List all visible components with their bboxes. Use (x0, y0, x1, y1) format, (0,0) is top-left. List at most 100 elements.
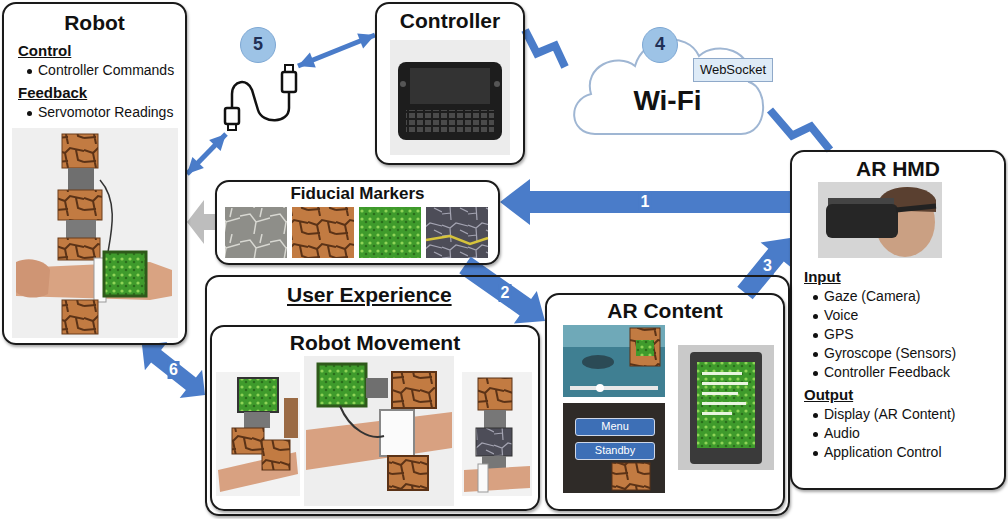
connector (770, 110, 830, 150)
ar-content-screens-part (702, 402, 746, 405)
fiducial-box: Fiducial Markers (215, 180, 500, 265)
robot-photo-part (100, 180, 112, 252)
usb-cable-icon-part (232, 82, 289, 120)
box-title: Controller (400, 8, 500, 33)
robot-movement-photos (216, 356, 532, 506)
hmd-photo-part (826, 204, 898, 238)
ar-content-screens-part (702, 412, 732, 415)
box-title: AR HMD (856, 156, 940, 181)
robot-movement-photos-part (478, 464, 488, 492)
usb-cable-icon-part (285, 65, 293, 72)
robot-photo (12, 128, 178, 338)
robot-movement-photos-part (392, 372, 436, 408)
step-number: 1 (639, 193, 652, 211)
ar-content-screens-part (702, 372, 742, 375)
ar-content-screens-part (563, 325, 665, 397)
experience-box: User ExperienceRobot Movement AR ContentM… (205, 275, 790, 516)
arrow-shape (187, 200, 215, 244)
robot-photo-part (58, 190, 102, 220)
bullet-item: Display (AR Content) (810, 406, 956, 423)
hmd-photo-part (818, 182, 942, 258)
robot-photo-part (58, 238, 100, 260)
tag-text: WebSocket (700, 62, 766, 78)
robot-movement-photos-part (476, 428, 512, 456)
wifi-text: Wi-Fi (633, 84, 701, 118)
box-title: User Experience (287, 282, 452, 307)
ar-content-screens-part (596, 384, 604, 392)
ar-content-box: AR ContentMenuStandby (545, 293, 785, 511)
section-heading: Feedback (18, 84, 87, 102)
controller-photo-part (410, 68, 490, 104)
robot-photo-part (104, 252, 146, 296)
bullet-item: Controller Feedback (810, 364, 950, 381)
box-title: Robot (64, 10, 125, 35)
robot-movement-photos-part (232, 428, 264, 454)
ar-content-screens (563, 325, 774, 493)
controller-photo-part (400, 81, 406, 87)
robot-movement-photos-part (262, 440, 290, 470)
connector (187, 200, 215, 244)
arrowhead (357, 34, 375, 49)
robot-photo-part (16, 259, 50, 297)
bullet-item: Voice (810, 307, 858, 324)
ar-content-screens-part (582, 355, 614, 369)
robot-movement-photos-part (238, 378, 278, 412)
ar-content-screens-part (630, 328, 660, 366)
ar-content-screens-part (570, 386, 658, 390)
robot-movement-photos-part (216, 372, 300, 496)
usb-cable-icon-part (225, 108, 239, 124)
box-title: Fiducial Markers (290, 184, 424, 204)
controller-photo (390, 40, 510, 155)
controller-photo-part (494, 81, 500, 87)
ar-content-screens-part (563, 403, 665, 493)
step-circle: 4 (642, 27, 678, 63)
robot-movement-photos-part (366, 378, 388, 398)
robot-photo-part (12, 128, 178, 338)
bullet-item: GPS (810, 326, 854, 343)
bullet-item: Gaze (Camera) (810, 288, 920, 305)
usb-cable-icon-part (228, 124, 236, 130)
step-circle: 5 (240, 27, 276, 63)
ar-content-screens-part (612, 463, 650, 490)
ar-content-screens-part (697, 362, 755, 448)
connector (525, 30, 565, 67)
callout-number: 5 (253, 34, 263, 56)
connector (737, 238, 791, 299)
hmd-photo (818, 182, 942, 258)
robot-photo-part (68, 168, 94, 190)
menu-button: Standby (575, 442, 655, 460)
robot-movement-photos-part (388, 456, 428, 490)
step-number: 2 (499, 284, 512, 302)
robot-photo-part (62, 300, 98, 334)
arrowhead (298, 53, 316, 68)
bullet-item: Controller Commands (24, 62, 174, 79)
usb-cable-icon-part (282, 72, 296, 92)
box-title: Robot Movement (290, 330, 460, 355)
ar-content-screens-part (690, 352, 762, 464)
connector (142, 342, 205, 398)
usb-cable-icon (225, 65, 296, 130)
ar-content-screens-part (636, 340, 654, 356)
fiducial-textures-part (359, 207, 421, 258)
robot-movement-photos-part (484, 410, 506, 428)
arrowhead (209, 134, 226, 151)
step-number: 3 (761, 257, 774, 275)
hmd-box: AR HMDInputGaze (Camera)VoiceGPSGyroscop… (790, 150, 1006, 490)
step-number: 6 (167, 361, 180, 379)
callout-number: 4 (655, 34, 665, 56)
controller-photo-part (406, 110, 494, 132)
wireless-bolt (525, 30, 565, 67)
controller-photo-part (390, 40, 510, 155)
fiducial-textures-part (225, 207, 287, 258)
arrow-shape (500, 179, 790, 225)
section-heading: Output (804, 386, 853, 404)
ar-content-screens-part (678, 345, 774, 470)
ar-content-screens-part (702, 392, 738, 395)
arrowhead (187, 157, 204, 174)
box-title: AR Content (607, 298, 722, 323)
fiducial-textures-part (426, 207, 488, 258)
arrow-shape (737, 238, 791, 299)
ar-content-screens-part (702, 382, 748, 385)
movement-box: Robot Movement (210, 325, 540, 511)
